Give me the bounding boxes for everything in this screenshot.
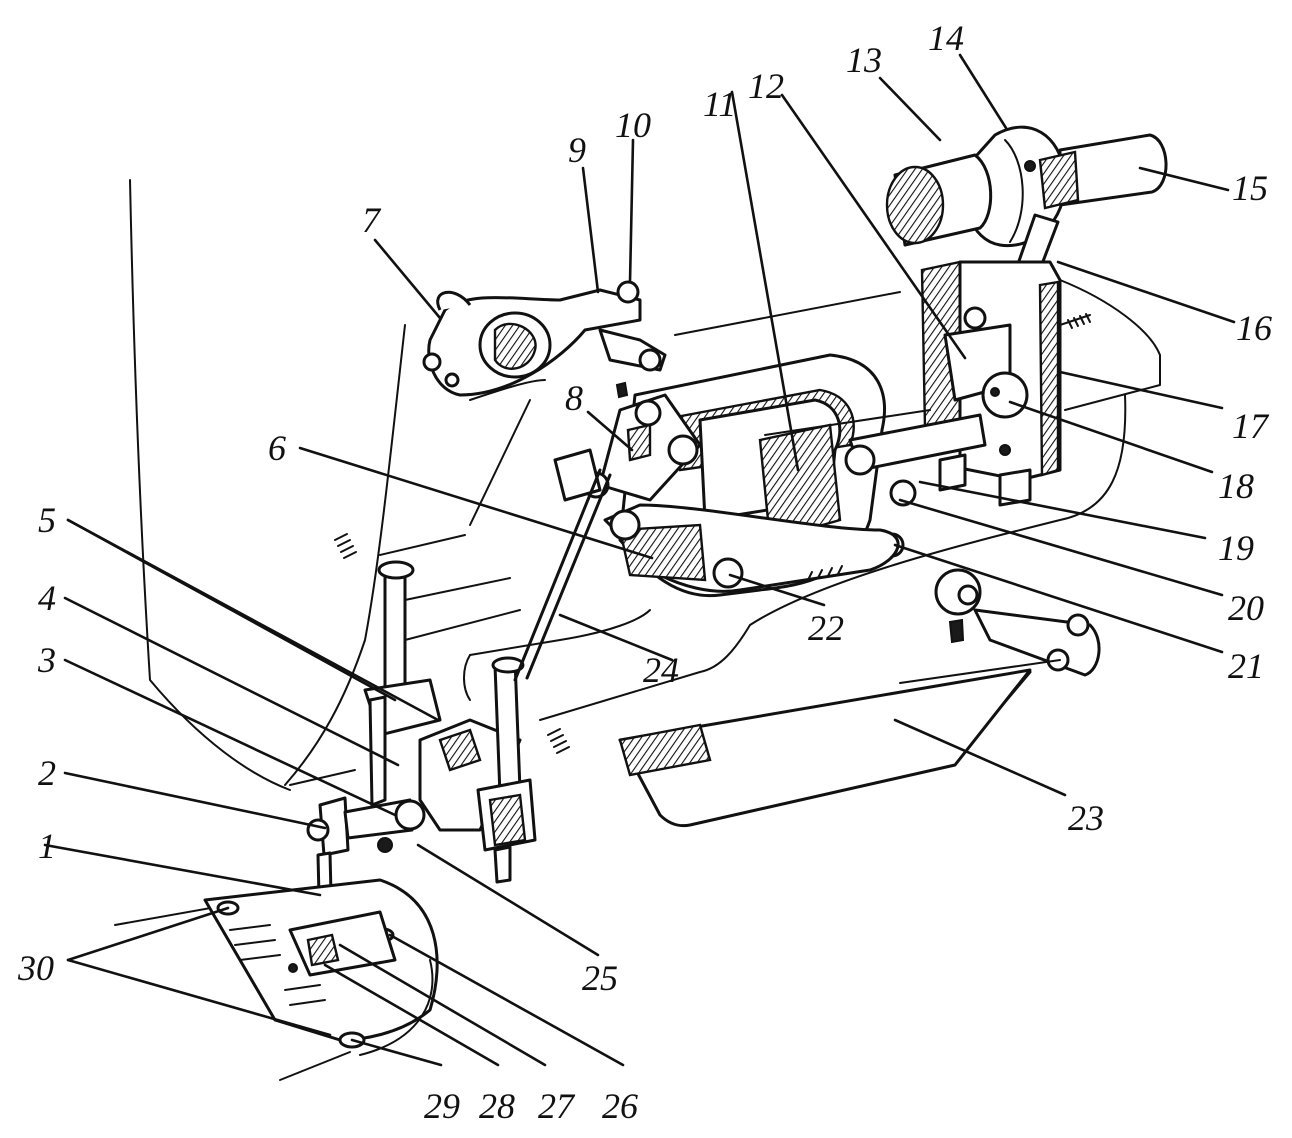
callout-22: 22 <box>808 608 844 648</box>
callout-15: 15 <box>1232 168 1268 208</box>
leader-10 <box>628 138 635 284</box>
callout-19: 19 <box>1218 528 1254 568</box>
leader-22 <box>728 573 826 607</box>
callout-17: 17 <box>1232 406 1270 446</box>
leader-14 <box>958 53 1008 130</box>
leader-17 <box>1058 370 1224 410</box>
callout-12: 12 <box>748 66 784 106</box>
leader-6 <box>298 446 654 560</box>
leader-21 <box>893 543 1224 654</box>
springs-screws <box>334 533 965 754</box>
leader-5b <box>66 518 440 722</box>
leader-20 <box>898 498 1224 597</box>
needle-bar-assembly <box>306 468 612 940</box>
leader-28 <box>323 963 500 1067</box>
leader-23 <box>893 718 1067 797</box>
leader-25 <box>416 843 600 957</box>
leader-30b <box>66 958 332 1037</box>
callout-3: 3 <box>37 640 56 680</box>
leader-26 <box>388 933 625 1067</box>
callout-16: 16 <box>1236 308 1272 348</box>
callout-6: 6 <box>268 428 286 468</box>
leader-24 <box>558 613 674 662</box>
callout-18: 18 <box>1218 466 1254 506</box>
callout-13: 13 <box>846 40 882 80</box>
leader-9 <box>581 166 600 294</box>
callout-28: 28 <box>479 1086 515 1126</box>
callout-20: 20 <box>1228 588 1264 628</box>
leader-30a <box>66 906 230 962</box>
link-plates <box>553 381 702 502</box>
callout-8: 8 <box>565 378 583 418</box>
leader-29 <box>350 1038 443 1067</box>
leader-4 <box>63 596 400 767</box>
upper-shaft <box>885 125 1168 248</box>
needle-plate <box>114 878 439 1081</box>
leader-27 <box>338 943 547 1067</box>
callout-21: 21 <box>1228 646 1264 686</box>
callout-23: 23 <box>1068 798 1104 838</box>
leader-1 <box>43 843 322 897</box>
callout-26: 26 <box>602 1086 638 1126</box>
leader-12 <box>780 93 967 360</box>
leader-lines <box>43 53 1236 1067</box>
callout-29: 29 <box>424 1086 460 1126</box>
leader-18 <box>1008 400 1214 474</box>
leader-8 <box>586 410 634 452</box>
lower-lever <box>603 503 900 593</box>
callout-24: 24 <box>643 650 679 690</box>
leader-2 <box>63 771 327 830</box>
leader-16 <box>1056 260 1236 324</box>
callout-9: 9 <box>568 130 586 170</box>
callout-5: 5 <box>38 500 56 540</box>
callout-numbers: 1 2 3 4 5 6 7 8 9 10 11 12 13 14 15 16 1… <box>17 18 1272 1126</box>
leader-13 <box>878 76 942 142</box>
leader-11 <box>730 90 800 472</box>
callout-4: 4 <box>38 578 56 618</box>
callout-25: 25 <box>582 958 618 998</box>
callout-7: 7 <box>362 200 382 240</box>
leader-7 <box>373 238 442 320</box>
callout-27: 27 <box>538 1086 576 1126</box>
feed-arm <box>618 568 1101 828</box>
leader-3 <box>63 658 397 817</box>
callout-1: 1 <box>38 826 56 866</box>
callout-14: 14 <box>928 18 964 58</box>
leader-19 <box>918 480 1207 540</box>
thread-take-up <box>422 280 667 397</box>
callout-11: 11 <box>703 84 736 124</box>
vertical-link-frame <box>920 213 1091 507</box>
callout-30: 30 <box>17 948 54 988</box>
callout-2: 2 <box>38 753 56 793</box>
leader-15 <box>1138 166 1230 192</box>
callout-10: 10 <box>615 105 651 145</box>
